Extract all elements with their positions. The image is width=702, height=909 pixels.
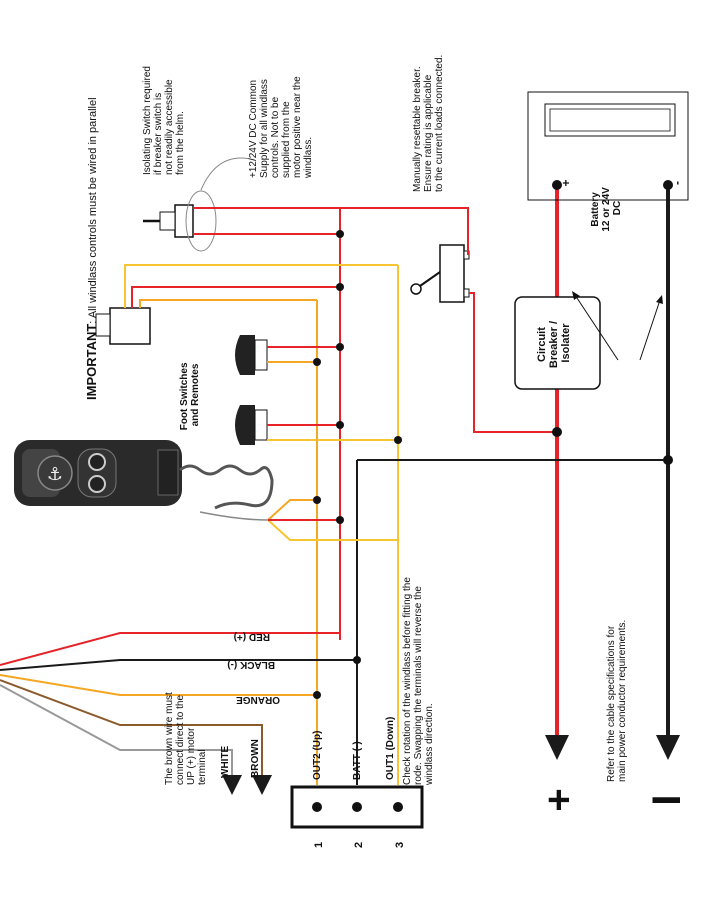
- negative-arrow-icon: [656, 735, 680, 760]
- battery-plus-label: +: [559, 179, 573, 186]
- wire-label-orange: ORANGE: [236, 694, 280, 705]
- wire-label-black: BLACK (-): [227, 659, 275, 670]
- battery-label: Battery 12 or 24V DC: [590, 184, 623, 231]
- wire-label-red: RED (+): [234, 631, 270, 642]
- wire-brown: [0, 679, 263, 780]
- wireless-remote: ⚓: [14, 440, 182, 506]
- breaker-note: Manually resettable breaker. Ensure rati…: [412, 55, 445, 192]
- white-arrow-icon: [222, 775, 242, 795]
- terminal-2-label: BATT (-): [352, 741, 363, 780]
- wire-red: [0, 632, 341, 666]
- terminal-1-num: 1: [313, 842, 325, 848]
- brown-wire-note: The brown wire must connect direct to th…: [164, 689, 208, 785]
- foot-switches-label: Foot Switches and Remotes: [179, 360, 201, 431]
- circuit-breaker: [514, 296, 601, 390]
- cable-spec-note: Refer to the cable specifications for ma…: [606, 620, 628, 782]
- important-note: IMPORTANT: All windlass controls must be…: [84, 97, 99, 400]
- circuit-breaker-label: Circuit Breaker / Isolater: [536, 318, 572, 368]
- positive-arrow-icon: [545, 735, 569, 760]
- isolating-note: Isolating Switch required if breaker swi…: [142, 63, 186, 175]
- breaker-lever-icon: [419, 271, 441, 287]
- battery-display: [544, 103, 676, 137]
- dash-switch: [109, 307, 151, 345]
- power-minus-symbol: I: [645, 794, 689, 805]
- anchor-icon: ⚓: [47, 464, 63, 485]
- foot-switch-1: [235, 335, 255, 375]
- manual-breaker-body: [439, 244, 465, 303]
- isolating-switch: [174, 204, 194, 238]
- wire-orange: [0, 674, 317, 696]
- terminal-1-label: OUT2 (Up): [312, 731, 323, 780]
- battery-minus-label: -: [670, 181, 684, 185]
- wire-black: [0, 659, 357, 671]
- battery-positive-terminal: [552, 180, 562, 190]
- wire-label-brown: BROWN: [250, 739, 261, 778]
- battery-box: [527, 91, 689, 201]
- foot-switch-2: [235, 405, 255, 445]
- rotation-note: Check rotation of the windlass before fi…: [402, 574, 435, 786]
- wire-white: [0, 684, 233, 780]
- terminal-2-num: 2: [353, 842, 365, 848]
- wire-label-white: WHITE: [220, 745, 231, 778]
- brown-arrow-icon: [252, 775, 272, 795]
- power-plus-symbol: +: [537, 788, 581, 811]
- terminal-3-label: OUT1 (Down): [385, 717, 396, 780]
- battery-negative-terminal: [663, 180, 673, 190]
- terminal-3-num: 3: [394, 842, 406, 848]
- supply-note: +12/24V DC Common Supply for all windlas…: [248, 74, 314, 180]
